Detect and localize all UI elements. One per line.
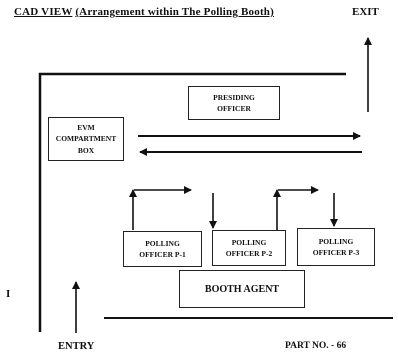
- booth-wall-top-left: [38, 72, 346, 332]
- booth-agent-box: BOOTH AGENT: [179, 270, 305, 308]
- evm-compartment-box: EVM COMPARTMENT BOX: [48, 117, 124, 161]
- diagram-title: CAD VIEW (Arrangement within The Polling…: [14, 6, 274, 18]
- entry-label: ENTRY: [58, 341, 95, 352]
- evm-compartment-label: EVM COMPARTMENT BOX: [55, 123, 117, 155]
- polling-officer-p1-box: POLLING OFFICER P-1: [123, 231, 202, 267]
- booth-agent-label: BOOTH AGENT: [204, 283, 280, 295]
- polling-officer-p3-label: POLLING OFFICER P-3: [312, 236, 360, 257]
- presiding-officer-label: PRESIDING OFFICER: [213, 92, 255, 113]
- polling-officer-p1-label: POLLING OFFICER P-1: [139, 238, 186, 259]
- left-mark: I: [6, 288, 11, 300]
- polling-officer-p2-box: POLLING OFFICER P-2: [212, 230, 286, 266]
- title-main: (Arrangement within The Polling Booth): [75, 6, 274, 18]
- polling-officer-p3-box: POLLING OFFICER P-3: [297, 228, 375, 266]
- part-number-label: PART NO. - 66: [285, 341, 347, 351]
- polling-officer-p2-label: POLLING OFFICER P-2: [225, 237, 273, 258]
- title-prefix: CAD VIEW: [14, 6, 73, 18]
- exit-label: EXIT: [352, 6, 379, 18]
- presiding-officer-box: PRESIDING OFFICER: [188, 86, 280, 120]
